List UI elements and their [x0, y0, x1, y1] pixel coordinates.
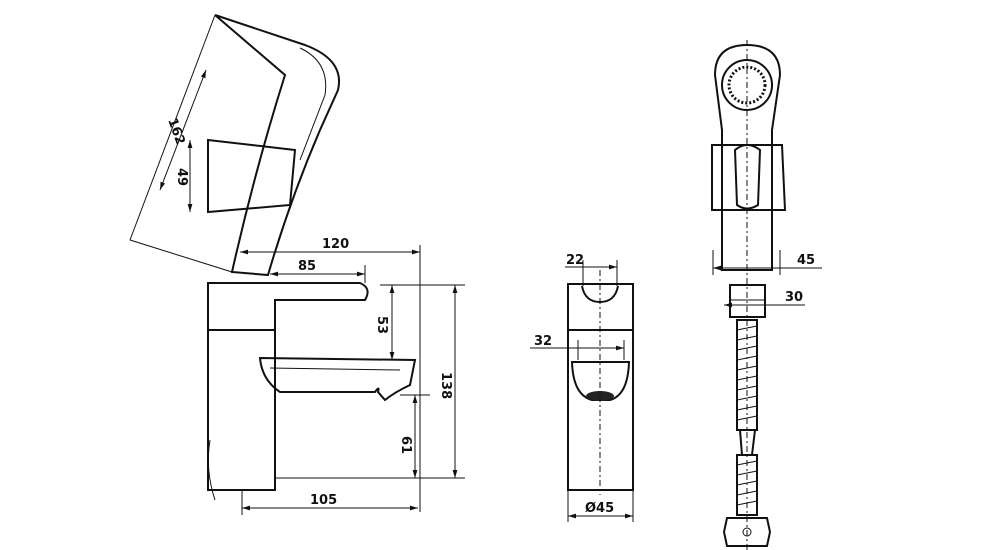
dim-85: 85 — [298, 259, 316, 274]
dim-53: 53 — [374, 316, 389, 334]
dim-30-connector: 30 — [785, 290, 803, 305]
dim-diameter-45: Ø45 — [585, 501, 614, 516]
handshower-side — [129, 14, 340, 277]
dim-61: 61 — [398, 436, 413, 454]
dim-105: 105 — [310, 493, 337, 508]
dim-138: 138 — [438, 372, 453, 399]
dim-120: 120 — [322, 237, 349, 252]
dim-45-handle: 45 — [797, 253, 815, 268]
handshower-view: 45 30 — [711, 40, 822, 550]
dim-49: 49 — [174, 168, 189, 186]
side-dimensions: 162 49 120 85 53 138 61 105 — [159, 69, 465, 515]
front-view: 22 32 Ø45 — [530, 253, 634, 522]
side-view: 162 49 120 85 53 138 61 105 — [129, 14, 465, 515]
dim-22: 22 — [566, 253, 584, 268]
dim-32: 32 — [534, 334, 552, 349]
dim-162: 162 — [164, 116, 187, 147]
